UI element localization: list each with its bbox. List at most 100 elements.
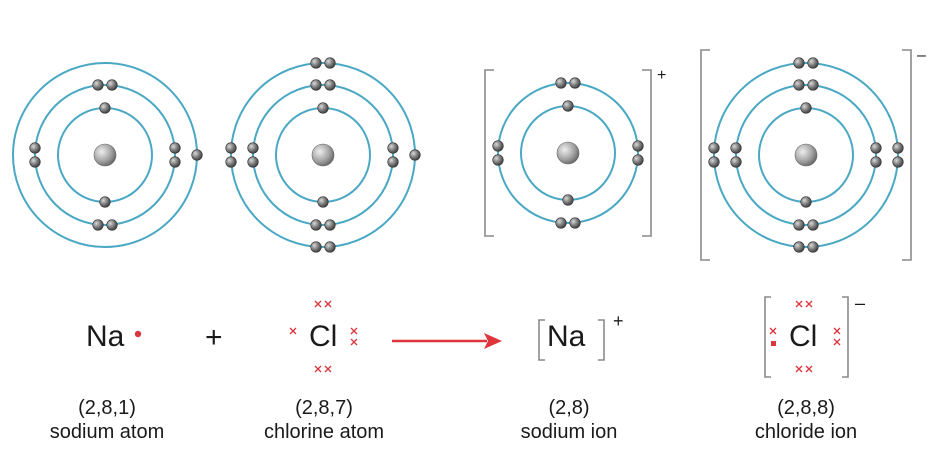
chloride-symbol: Cl: [789, 320, 818, 353]
name-text: sodium ion: [520, 421, 618, 443]
atom-diagrams: +–: [12, 47, 926, 261]
electron: [225, 142, 237, 154]
electron: [324, 241, 336, 253]
electron: [310, 241, 322, 253]
plus-operator: +: [205, 321, 223, 354]
chloride-charge: –: [855, 293, 866, 313]
electron: [92, 79, 104, 91]
electron: [310, 57, 322, 69]
cross-electron: [795, 365, 803, 373]
name-text: sodium atom: [49, 421, 165, 443]
electron: [387, 142, 399, 154]
electron: [225, 156, 237, 168]
electron: [191, 149, 203, 161]
electron: [387, 156, 399, 168]
ion-charge: –: [917, 47, 926, 64]
sodium-valence-dot: [134, 330, 142, 338]
electron: [569, 77, 581, 89]
electron: [892, 142, 904, 154]
arrow-head: [484, 333, 502, 349]
sodium-ion-charge: +: [613, 311, 624, 331]
reaction-arrow: [392, 333, 502, 349]
electron: [409, 149, 421, 161]
label-sodium-ion: (2,8) sodium ion: [469, 396, 669, 444]
chlorine-symbol: Cl: [309, 320, 338, 353]
electron: [99, 196, 111, 208]
sodium-symbol: Na: [86, 320, 125, 353]
atom-diagram: [225, 57, 421, 253]
config-text: (2,8,7): [295, 397, 353, 419]
electron: [708, 156, 720, 168]
electron: [632, 140, 644, 152]
transferred-electron-dot: [771, 341, 776, 346]
atom-diagram: –: [700, 47, 926, 261]
atom-diagram: +: [484, 67, 666, 237]
electron: [92, 219, 104, 231]
cross-stroke: [805, 365, 813, 373]
config-text: (2,8,1): [78, 397, 136, 419]
electron: [807, 57, 819, 69]
right-bracket: [842, 296, 849, 378]
electron: [730, 156, 742, 168]
electron: [29, 156, 41, 168]
electron: [169, 142, 181, 154]
cross-stroke: [324, 300, 332, 308]
electron: [807, 241, 819, 253]
ion-charge: +: [657, 67, 666, 84]
electron: [555, 77, 567, 89]
chloride-ion-brackets: [764, 296, 849, 378]
electron: [169, 156, 181, 168]
sodium-ion-symbol: Na: [547, 320, 586, 353]
config-text: (2,8): [548, 397, 590, 419]
left-bracket: [700, 49, 710, 261]
sodium-ion-brackets: [538, 319, 605, 361]
electron: [793, 57, 805, 69]
right-bracket: [642, 69, 652, 237]
cross-electron: [324, 365, 332, 373]
electron: [800, 196, 812, 208]
cross-electron: [795, 300, 803, 308]
electron: [324, 79, 336, 91]
electron-shell: [34, 84, 176, 226]
electron: [247, 142, 259, 154]
cross-electron: [350, 327, 358, 335]
electron: [870, 142, 882, 154]
cross-electron: [833, 327, 841, 335]
atom-diagram: [12, 62, 203, 248]
electron: [324, 219, 336, 231]
electron: [310, 79, 322, 91]
electron: [730, 142, 742, 154]
cross-stroke: [805, 300, 813, 308]
electron: [793, 79, 805, 91]
electron: [247, 156, 259, 168]
cross-electron: [314, 365, 322, 373]
cross-stroke: [795, 365, 803, 373]
cross-stroke: [314, 365, 322, 373]
electron: [807, 79, 819, 91]
cross-stroke: [350, 338, 358, 346]
nucleus: [311, 143, 335, 167]
cross-stroke: [289, 327, 297, 335]
name-text: chlorine atom: [263, 421, 385, 443]
cross-stroke: [769, 327, 777, 335]
config-text: (2,8,8): [777, 397, 835, 419]
cross-electron: [805, 300, 813, 308]
right-bracket: [902, 49, 912, 261]
electron-shell: [735, 84, 877, 226]
cross-stroke: [350, 327, 358, 335]
left-bracket: [538, 319, 545, 361]
electron: [892, 156, 904, 168]
cross-stroke: [324, 365, 332, 373]
cross-electron: [289, 327, 297, 335]
electron: [807, 219, 819, 231]
left-bracket: [484, 69, 494, 237]
electron: [562, 100, 574, 112]
cross-electron: [805, 365, 813, 373]
left-bracket: [764, 296, 771, 378]
electron: [317, 102, 329, 114]
electron: [492, 140, 504, 152]
electron-shell: [497, 82, 639, 224]
label-sodium-atom: (2,8,1) sodium atom: [7, 396, 207, 444]
